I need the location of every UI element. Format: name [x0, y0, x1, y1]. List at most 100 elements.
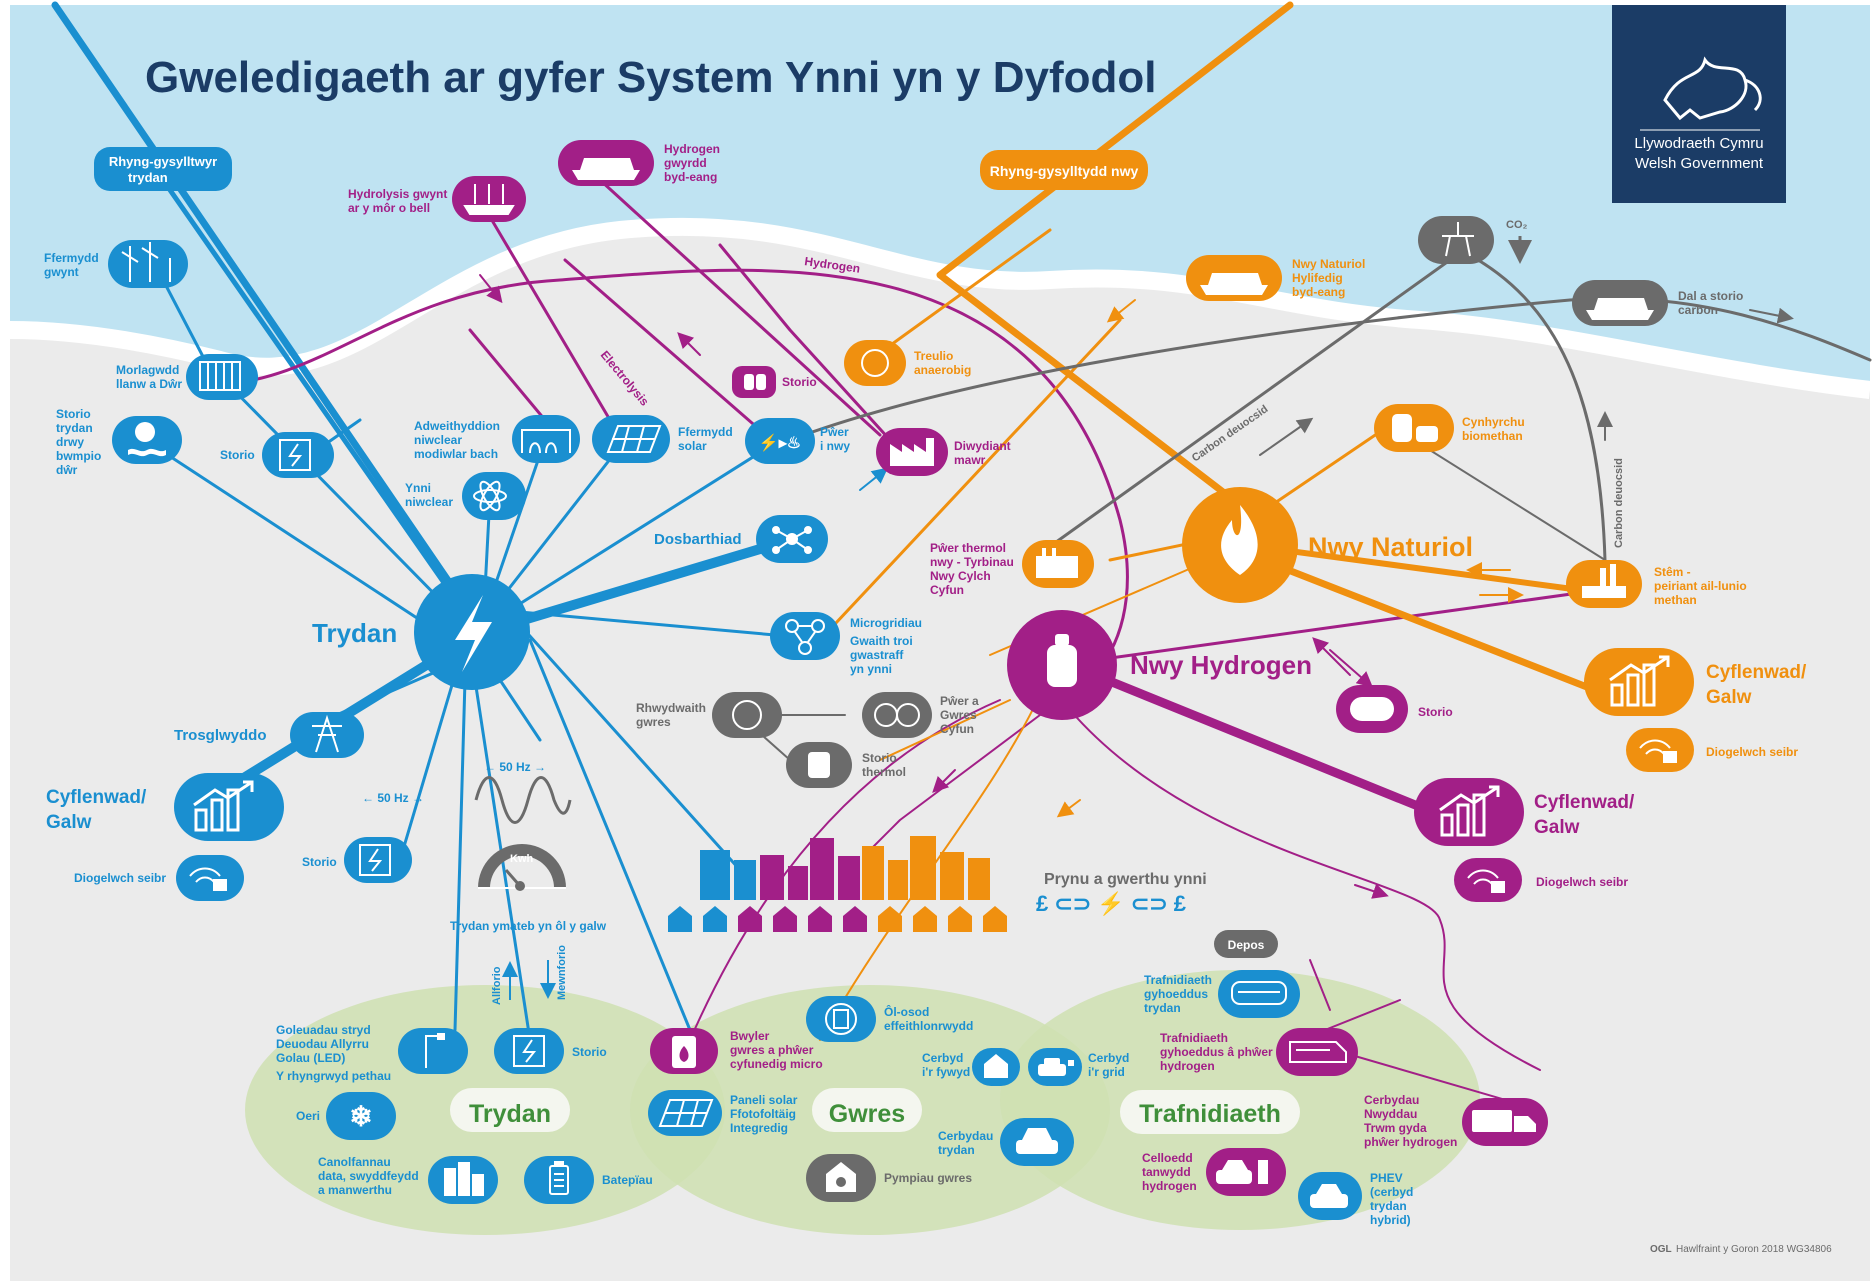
street-light-icon: [425, 1033, 445, 1068]
solar-farm-line1: Ffermydd: [678, 425, 733, 439]
dc-line3: a manwerthu: [318, 1183, 392, 1197]
electricity-hub[interactable]: [414, 574, 530, 690]
lng-line1: Nwy Naturiol: [1292, 257, 1365, 271]
heat-cycle-icon: [732, 700, 762, 730]
co2-label: CO₂: [1506, 219, 1528, 231]
smr-line2: niwclear: [414, 433, 462, 447]
interconnector-line2: trydan: [128, 170, 168, 185]
ccgt-line1: Pŵer thermol: [930, 541, 1006, 555]
pv-line3: Integredig: [730, 1121, 788, 1135]
retrofit-badge[interactable]: [806, 996, 876, 1042]
h2-supply-line2: Galw: [1534, 817, 1580, 838]
storage-grid-icon-2: [359, 844, 391, 876]
v2h-line1: Cerbyd: [922, 1051, 963, 1065]
pv-line1: Paneli solar: [730, 1093, 798, 1107]
transmission-label: Trosglwyddo: [174, 727, 267, 744]
logo-line-2: Welsh Government: [1635, 155, 1764, 172]
biomethane-line2: biomethan: [1462, 429, 1523, 443]
ccs-line2: carbon: [1678, 303, 1718, 317]
heat-network-badge[interactable]: [712, 692, 782, 738]
pylon-icon: [312, 714, 342, 753]
flame-icon: [1221, 505, 1258, 575]
bar-chart-up-icon: [193, 780, 254, 832]
phev-line1: PHEV: [1370, 1171, 1403, 1185]
etransit-line1: Trafnidiaeth: [1144, 973, 1212, 987]
h2transit-line3: hydrogen: [1160, 1059, 1215, 1073]
solar-panel-icon-2: [658, 1099, 714, 1127]
phev-line2: (cerbyd: [1370, 1185, 1413, 1199]
gas-cyber-label: Diogelwch seibr: [1706, 745, 1798, 759]
refinery-icon: [1582, 564, 1626, 598]
modular-reactors-badge[interactable]: [512, 415, 580, 463]
anaerobic-badge[interactable]: [844, 340, 906, 386]
trading-label: Prynu a gwerthu ynni: [1044, 871, 1207, 888]
bar-chart-up-icon-gas: [1609, 655, 1670, 707]
biomethane-badge[interactable]: [1374, 404, 1454, 452]
depot-label: Depos: [1228, 938, 1265, 952]
wind-farm-line1: Ffermydd: [44, 251, 99, 265]
city-buildings: [668, 836, 1007, 932]
gas-interconnector-badge[interactable]: [980, 150, 1148, 190]
microgrids-badge[interactable]: [770, 612, 840, 660]
factory-icon: [890, 438, 934, 466]
carbon-ship-icon: [1586, 298, 1654, 320]
electricity-interconnector-badge[interactable]: [94, 147, 232, 191]
pumped-line1: Storio: [56, 407, 91, 421]
h2-global-line1: Hydrogen: [664, 142, 720, 156]
tank-icon: [744, 374, 766, 390]
dc-line1: Canolfannau: [318, 1155, 391, 1169]
hydrolysis-line2: ar y môr o bell: [348, 201, 430, 215]
freq-50hz-a: ← 50 Hz →: [362, 791, 424, 805]
hydrogen-public-transport-badge[interactable]: [1276, 1028, 1358, 1076]
trading-symbols: £ ⊂⊃ ⚡ ⊂⊃ £: [1036, 891, 1187, 917]
led-line3: Golau (LED): [276, 1051, 345, 1065]
tidal-lagoon-badge[interactable]: [186, 354, 258, 400]
tidal-line2: llanw a Dŵr: [116, 377, 182, 391]
h2-global-line2: gwyrdd: [664, 156, 707, 170]
depot-badge[interactable]: [1214, 930, 1278, 958]
storage-grid-icon-3: [513, 1035, 545, 1067]
export-label: Allforio: [491, 966, 503, 1005]
fuelcell-line2: tanwydd: [1142, 1165, 1191, 1179]
elec-cyber-label: Diogelwch seibr: [74, 871, 166, 885]
ccs-line1: Dal a storio: [1678, 289, 1743, 303]
v2h-line2: i'r fywyd: [922, 1065, 970, 1079]
hydrogen-network: [213, 178, 1602, 1111]
microgrids-line1: Microgridiau: [850, 616, 922, 630]
car-plug-icon: [1038, 1058, 1074, 1076]
gas-supply-line1: Cyflenwad/: [1706, 662, 1807, 683]
fuelcell-line3: hydrogen: [1142, 1179, 1197, 1193]
street-light-badge[interactable]: [398, 1028, 468, 1074]
h2-storage-label: Storio: [1418, 705, 1453, 719]
zone-electricity-pill: [450, 1088, 570, 1132]
hgv-line3: Trwm gyda: [1364, 1121, 1427, 1135]
wind-farm-badge[interactable]: [108, 240, 188, 288]
gas-supply-line2: Galw: [1706, 687, 1752, 708]
etransit-line3: trydan: [1144, 1001, 1181, 1015]
nuclear-badge[interactable]: [462, 472, 526, 520]
welsh-government-logo: [1612, 5, 1786, 203]
lng-ship-icon: [572, 158, 640, 180]
power-to-gas-badge[interactable]: [745, 418, 815, 464]
zone-transport-pill: [1120, 1090, 1300, 1134]
nuclear-line2: niwclear: [405, 495, 453, 509]
industry-line2: mawr: [954, 453, 986, 467]
biomethane-tank-icon: [1392, 414, 1438, 442]
chp-icon: [874, 703, 920, 727]
storage-low-label: Storio: [302, 855, 337, 869]
hydrogen-hub[interactable]: [1007, 610, 1117, 720]
interconnector-line1: Rhyng-gysylltwyr: [109, 154, 217, 169]
offshore-rig-badge[interactable]: [1418, 216, 1494, 264]
cooling-badge[interactable]: [326, 1092, 396, 1140]
solar-panel-icon: [606, 425, 662, 453]
heat-pump-icon: [826, 1162, 856, 1192]
natural-gas-hub[interactable]: [1182, 487, 1298, 603]
electric-public-transport-badge[interactable]: [1218, 970, 1300, 1018]
recycle-icon: [861, 349, 889, 377]
phev-line3: trydan: [1370, 1199, 1407, 1213]
pumped-line5: dŵr: [56, 463, 78, 477]
solar-farm-line2: solar: [678, 439, 707, 453]
battery-icon: [549, 1161, 569, 1195]
industry-line1: Diwydiant: [954, 439, 1011, 453]
